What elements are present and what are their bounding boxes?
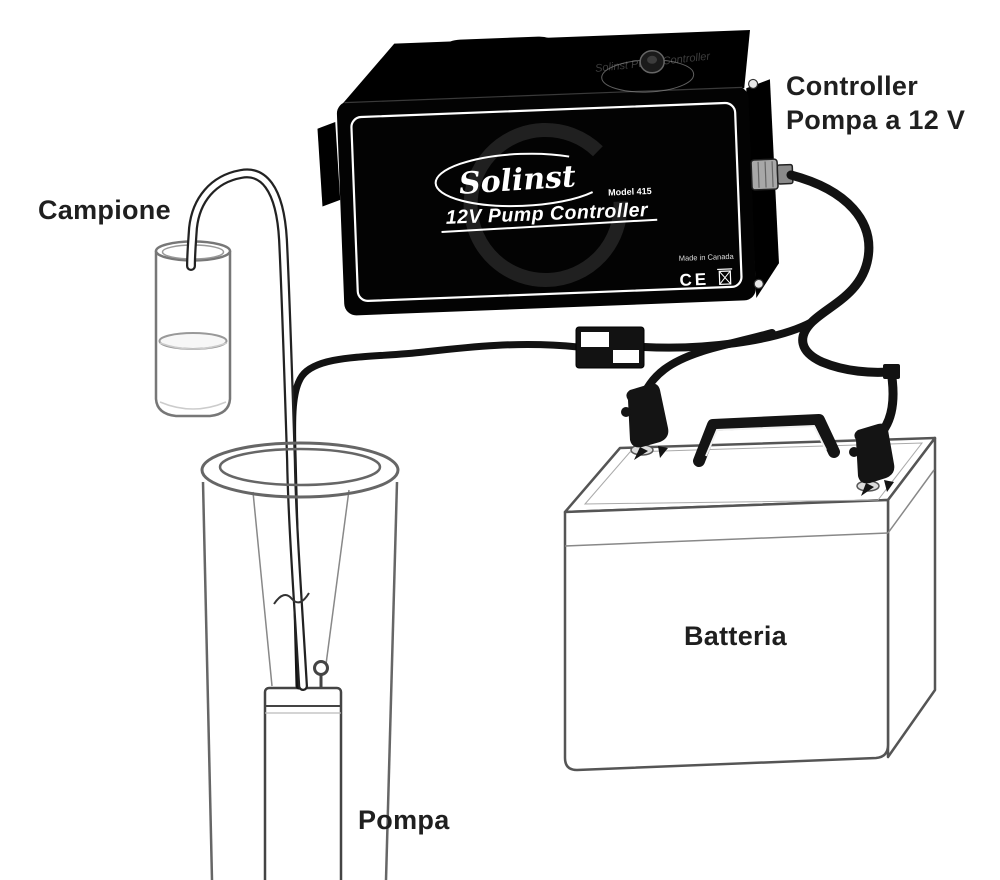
cable-gland	[750, 158, 794, 191]
controller-side-tab	[317, 122, 341, 207]
well-ring-outer	[200, 441, 400, 499]
battery-front-face	[563, 498, 890, 772]
casing-wall-left	[201, 481, 214, 880]
battery-lid-seam-side	[887, 469, 935, 534]
controller-bolt-top	[747, 78, 759, 90]
c-swoosh	[463, 122, 628, 287]
pump-eyelet	[313, 660, 329, 676]
made-in-text: Made in Canada	[679, 252, 735, 263]
battery-top-inner-line	[583, 442, 924, 505]
controller-group: Solinst Pump Controller Solinst Model 41…	[317, 30, 794, 316]
well-ring	[200, 441, 400, 499]
label-batteria: Batteria	[684, 620, 787, 654]
suspension-line-left	[252, 491, 273, 687]
well-ring-inner	[218, 447, 382, 487]
controller-label-line1: Controller	[786, 71, 919, 101]
pump-group	[263, 660, 343, 880]
battery-handle	[693, 414, 840, 467]
clamp-cable-left	[640, 329, 776, 398]
label-pompa: Pompa	[358, 804, 450, 838]
battery-clamp-left	[621, 383, 669, 460]
controller-top-face	[342, 30, 751, 104]
label-controller: Controller Pompa a 12 V	[786, 70, 965, 138]
batteria-text: Batteria	[684, 621, 787, 651]
controller-label-line2: Pompa a 12 V	[786, 104, 966, 135]
controller-front-face	[336, 86, 756, 316]
controller-bolt-bottom	[753, 278, 764, 289]
pompa-text: Pompa	[358, 805, 450, 835]
casing-wall-right	[384, 481, 399, 880]
pump-connector-block	[575, 326, 645, 369]
brand-text: Solinst	[458, 159, 577, 201]
model-text: Model 415	[608, 186, 652, 198]
ce-mark-text: CE	[679, 270, 709, 290]
battery-handle-inner	[705, 424, 827, 457]
cable-junction	[883, 364, 900, 379]
well-casing	[201, 481, 399, 880]
suspension-line-right	[324, 489, 350, 673]
label-campione: Campione	[38, 194, 171, 228]
main-power-cable	[786, 170, 893, 377]
sample-tube	[186, 168, 310, 691]
battery-clamp-right	[849, 423, 895, 496]
battery-group	[563, 414, 937, 772]
battery-lid-seam-front	[564, 532, 889, 547]
tube-core	[188, 170, 306, 689]
tube-kink	[273, 592, 310, 605]
controller-inset-border	[350, 101, 743, 302]
weee-icon	[717, 268, 733, 285]
campione-text: Campione	[38, 195, 171, 225]
beaker-bottom-arc	[159, 401, 227, 410]
pump-cable	[289, 340, 582, 690]
solinst-swoosh	[434, 152, 609, 208]
power-knob-cap	[647, 55, 658, 64]
controller-top-edge	[344, 86, 743, 104]
beaker-water-arc	[159, 342, 228, 350]
product-underline	[441, 218, 658, 234]
pump-body	[263, 686, 343, 880]
